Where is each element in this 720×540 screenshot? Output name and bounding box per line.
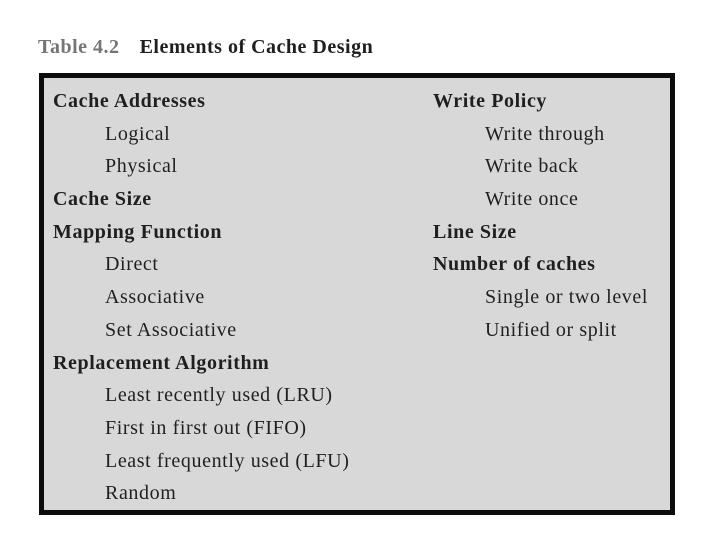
table-caption-title: Elements of Cache Design [139,36,374,58]
cache-design-option: Physical [105,155,178,178]
cache-design-option: Unified or split [485,318,617,341]
cache-design-option: Direct [105,253,159,276]
cache-design-category: Replacement Algorithm [53,351,270,374]
cache-design-option: Least recently used (LRU) [105,384,333,407]
cache-design-option: Single or two level [485,286,649,309]
cache-design-category: Line Size [433,220,517,243]
cache-design-option: Write back [485,155,579,178]
cache-design-category: Cache Addresses [53,90,206,112]
table-caption: Table 4.2 Elements of Cache Design [38,36,373,59]
cache-design-option: Least frequently used (LFU) [105,449,350,472]
cache-design-option: Random [105,482,177,505]
cache-design-category: Number of caches [433,253,596,276]
cache-design-option: Set Associative [105,318,237,341]
cache-design-category: Mapping Function [53,220,223,243]
cache-design-option: Write through [485,122,605,145]
cache-design-option: First in first out (FIFO) [105,416,307,439]
cache-design-category: Write Policy [433,90,548,112]
cache-design-option: Logical [105,122,171,145]
cache-design-option: Write once [485,188,579,211]
cache-design-option: Associative [105,286,205,309]
table-caption-number: Table 4.2 [38,36,120,58]
cache-design-category: Cache Size [53,188,152,211]
